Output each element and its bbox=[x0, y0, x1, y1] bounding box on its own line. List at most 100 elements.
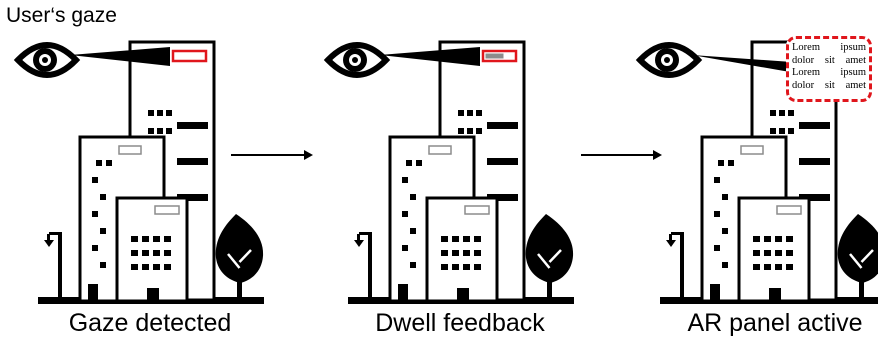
mid-building-window bbox=[402, 177, 408, 183]
street-lamp-icon bbox=[666, 232, 684, 300]
tower-window bbox=[770, 128, 776, 134]
mid-building-window bbox=[402, 211, 408, 217]
tower-window bbox=[788, 128, 794, 134]
tower-window bbox=[467, 110, 473, 116]
tower-window-band bbox=[799, 158, 830, 165]
tower-window bbox=[157, 128, 163, 134]
front-building-window bbox=[131, 264, 138, 270]
tower-window bbox=[148, 128, 154, 134]
ar-panel-line: Lorem ipsum bbox=[792, 42, 866, 55]
front-building-window bbox=[753, 236, 760, 242]
mid-building-window bbox=[714, 177, 720, 183]
front-building-window bbox=[775, 264, 782, 270]
front-building-window bbox=[474, 250, 481, 256]
tree-icon bbox=[838, 214, 878, 302]
mid-building-window bbox=[96, 160, 102, 166]
tower-window-band bbox=[177, 158, 208, 165]
caption-dwell-feedback: Dwell feedback bbox=[375, 309, 545, 338]
tower-window bbox=[476, 110, 482, 116]
front-building-window bbox=[164, 264, 171, 270]
ar-panel-line: dolor sit amet bbox=[792, 80, 866, 93]
mid-building-window bbox=[100, 194, 106, 200]
front-building-door bbox=[147, 288, 159, 300]
gaze-beam bbox=[380, 47, 480, 66]
tower-window bbox=[779, 110, 785, 116]
ar-panel-line: dolor sit amet bbox=[792, 55, 866, 68]
arrow-head bbox=[653, 150, 662, 160]
lamp-post bbox=[58, 232, 62, 300]
front-building-door bbox=[769, 288, 781, 300]
front-building-window bbox=[441, 250, 448, 256]
gaze-beam bbox=[70, 47, 170, 66]
tower-window bbox=[166, 128, 172, 134]
eye-pupil bbox=[664, 57, 670, 63]
mid-building-door bbox=[710, 284, 720, 300]
tower-window bbox=[458, 110, 464, 116]
lamp-head bbox=[44, 240, 54, 247]
front-building-window bbox=[142, 250, 149, 256]
front-building-window bbox=[753, 250, 760, 256]
tower-window bbox=[157, 110, 163, 116]
lamp-hanger bbox=[357, 234, 360, 240]
front-building-window bbox=[764, 264, 771, 270]
eye-pupil bbox=[42, 57, 48, 63]
tree-icon bbox=[216, 214, 263, 302]
front-building-window bbox=[786, 250, 793, 256]
lamp-head bbox=[666, 240, 676, 247]
mid-building-door bbox=[88, 284, 98, 300]
tower-window-band bbox=[799, 122, 830, 129]
mid-building-window bbox=[722, 262, 728, 268]
arrow-right-icon bbox=[231, 150, 313, 160]
front-building-window bbox=[452, 250, 459, 256]
front-building-window bbox=[452, 264, 459, 270]
tower-window bbox=[166, 110, 172, 116]
front-building-door bbox=[457, 288, 469, 300]
front-building-window bbox=[463, 264, 470, 270]
mid-building-sign bbox=[741, 146, 763, 154]
front-building-sign bbox=[155, 206, 179, 214]
front-building-window bbox=[153, 264, 160, 270]
lamp-head bbox=[354, 240, 364, 247]
front-building-window bbox=[441, 264, 448, 270]
mid-building-window bbox=[410, 194, 416, 200]
scene-dwell bbox=[328, 42, 574, 304]
tower-window bbox=[148, 110, 154, 116]
arrow-right-icon bbox=[581, 150, 662, 160]
tower-window bbox=[476, 128, 482, 134]
front-building-window bbox=[786, 264, 793, 270]
front-building-window bbox=[764, 250, 771, 256]
tower-window-band bbox=[487, 122, 518, 129]
tower-window bbox=[770, 110, 776, 116]
front-building-window bbox=[474, 264, 481, 270]
lamp-arm bbox=[671, 232, 684, 235]
ar-info-panel[interactable]: Lorem ipsum dolor sit amet Lorem ipsum d… bbox=[786, 36, 872, 102]
front-building-window bbox=[775, 236, 782, 242]
front-building-window bbox=[142, 264, 149, 270]
mid-building-sign bbox=[119, 146, 141, 154]
front-building-sign bbox=[465, 206, 489, 214]
tower-window bbox=[779, 128, 785, 134]
lamp-arm bbox=[359, 232, 372, 235]
tower-window bbox=[467, 128, 473, 134]
mid-building-window bbox=[416, 160, 422, 166]
front-building-window bbox=[775, 250, 782, 256]
street-lamp-icon bbox=[354, 232, 372, 300]
tree-icon bbox=[526, 214, 573, 302]
arrow-head bbox=[304, 150, 313, 160]
lamp-post bbox=[680, 232, 684, 300]
mid-building-window bbox=[92, 245, 98, 251]
mid-building-window bbox=[722, 194, 728, 200]
mid-building-window bbox=[106, 160, 112, 166]
front-building-window bbox=[786, 236, 793, 242]
mid-building-door bbox=[398, 284, 408, 300]
dwell-progress-fill bbox=[486, 54, 504, 59]
front-building-window bbox=[764, 236, 771, 242]
mid-building-window bbox=[402, 245, 408, 251]
mid-building-window bbox=[714, 245, 720, 251]
tower-window bbox=[458, 128, 464, 134]
caption-gaze-detected: Gaze detected bbox=[69, 309, 232, 338]
mid-building-window bbox=[410, 228, 416, 234]
mid-building-window bbox=[718, 160, 724, 166]
front-building-window bbox=[463, 250, 470, 256]
tower-window-band bbox=[487, 158, 518, 165]
